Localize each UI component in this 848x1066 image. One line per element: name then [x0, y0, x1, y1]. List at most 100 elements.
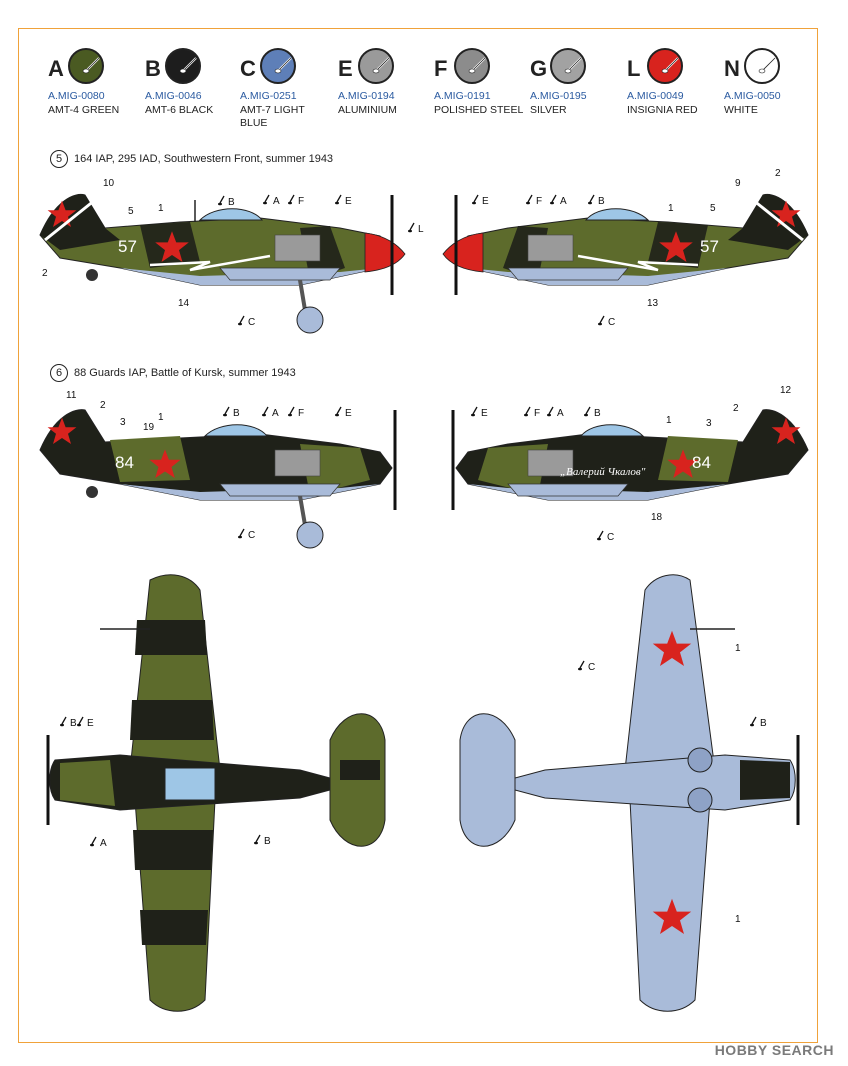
paint-pot-icon — [744, 48, 780, 84]
paint-pot-icon — [260, 48, 296, 84]
brush-marker-icon — [334, 406, 342, 417]
paint-name: INSIGNIA RED — [627, 104, 698, 116]
callout-1: 1 — [158, 203, 164, 214]
paint-code: A.MIG-0049 — [627, 90, 684, 102]
bottom-view — [459, 574, 800, 1012]
paint-brush-icon — [661, 57, 679, 74]
callout-11: 11 — [66, 390, 77, 401]
paint-pot-icon — [647, 48, 683, 84]
callout-E: E — [345, 408, 352, 419]
watermark: HOBBY SEARCH — [714, 1042, 834, 1058]
paint-brush-icon — [274, 57, 292, 74]
callout-1: 1 — [666, 415, 672, 426]
paint-code: A.MIG-0195 — [530, 90, 587, 102]
swatch-letter: L — [627, 56, 641, 81]
callout-A: A — [100, 838, 107, 849]
paint-pot-icon — [550, 48, 586, 84]
swatch-letter: N — [724, 56, 740, 81]
tail-number: 57 — [118, 237, 137, 256]
paint-brush-icon — [82, 57, 100, 74]
callout-2: 2 — [100, 400, 106, 411]
scheme-number: 6 — [50, 364, 68, 382]
callout-E: E — [481, 408, 488, 419]
brush-marker-icon — [749, 716, 757, 727]
paint-name: WHITE — [724, 104, 758, 116]
callout-F: F — [298, 408, 304, 419]
callout-B: B — [760, 718, 767, 729]
swatch-letter: F — [434, 56, 448, 81]
brush-marker-icon — [596, 530, 604, 541]
callout-B: B — [70, 718, 77, 729]
brush-marker-icon — [237, 528, 245, 539]
page-frame — [18, 28, 818, 1043]
callout-5: 5 — [128, 206, 134, 217]
callout-3: 3 — [706, 418, 712, 429]
brush-marker-icon — [59, 716, 67, 727]
brush-marker-icon — [287, 194, 295, 205]
callout-1: 1 — [158, 412, 164, 423]
paint-name: SILVER — [530, 104, 567, 116]
swatch-letter: B — [145, 56, 161, 81]
paint-brush-icon — [372, 57, 390, 74]
brush-marker-icon — [253, 834, 261, 845]
callout-18: 18 — [651, 512, 663, 523]
callout-10: 10 — [103, 178, 115, 189]
profile-6-right — [451, 409, 809, 510]
callout-C: C — [607, 532, 614, 543]
callout-B: B — [598, 196, 605, 207]
tail-number-right: 57 — [700, 237, 719, 256]
brush-marker-icon — [471, 194, 479, 205]
callout-2: 2 — [42, 268, 48, 279]
paint-pot-icon — [165, 48, 201, 84]
callout-L: L — [418, 224, 424, 235]
brush-marker-icon — [222, 406, 230, 417]
tail-number-right: 84 — [692, 453, 711, 472]
callout-F: F — [534, 408, 540, 419]
callout-F: F — [298, 196, 304, 207]
callout-E: E — [482, 196, 489, 207]
paint-brush-icon — [758, 57, 776, 74]
profile-5-right — [442, 193, 809, 295]
callout-13: 13 — [647, 298, 659, 309]
brush-marker-icon — [523, 406, 531, 417]
swatch-letter: C — [240, 56, 256, 81]
brush-marker-icon — [261, 406, 269, 417]
paint-name: AMT-6 BLACK — [145, 104, 214, 116]
brush-marker-icon — [76, 716, 84, 727]
callout-C: C — [248, 317, 255, 328]
paint-name: AMT-7 LIGHT BLUE — [240, 104, 305, 129]
scheme-6-title: 6 88 Guards IAP, Battle of Kursk, summer … — [50, 364, 296, 382]
tail-number: 84 — [115, 453, 134, 472]
top-view — [46, 574, 386, 1012]
paint-name: POLISHED STEEL — [434, 104, 524, 116]
brush-marker-icon — [549, 194, 557, 205]
brush-marker-icon — [546, 406, 554, 417]
callout-E: E — [87, 718, 94, 729]
paint-pot-icon — [68, 48, 104, 84]
callout-B: B — [228, 197, 235, 208]
brush-marker-icon — [583, 406, 591, 417]
paint-pot-icon — [454, 48, 490, 84]
swatch-letter: A — [48, 56, 64, 81]
brush-marker-icon — [587, 194, 595, 205]
paint-code: A.MIG-0191 — [434, 90, 491, 102]
callout-E: E — [345, 196, 352, 207]
callout-B: B — [264, 836, 271, 847]
callout-C: C — [588, 662, 595, 673]
brush-marker-icon — [217, 195, 225, 206]
callout-5: 5 — [710, 203, 716, 214]
paint-code: A.MIG-0046 — [145, 90, 202, 102]
callout-12: 12 — [780, 385, 792, 396]
callout-F: F — [536, 196, 542, 207]
callout-A: A — [273, 196, 280, 207]
paint-name: AMT-4 GREEN — [48, 104, 120, 116]
brush-marker-icon — [287, 406, 295, 417]
paint-code: A.MIG-0251 — [240, 90, 297, 102]
callout-1: 1 — [735, 914, 741, 925]
paint-brush-icon — [564, 57, 582, 74]
scheme-title-text: 88 Guards IAP, Battle of Kursk, summer 1… — [74, 367, 296, 379]
brush-marker-icon — [597, 315, 605, 326]
callout-A: A — [560, 196, 567, 207]
